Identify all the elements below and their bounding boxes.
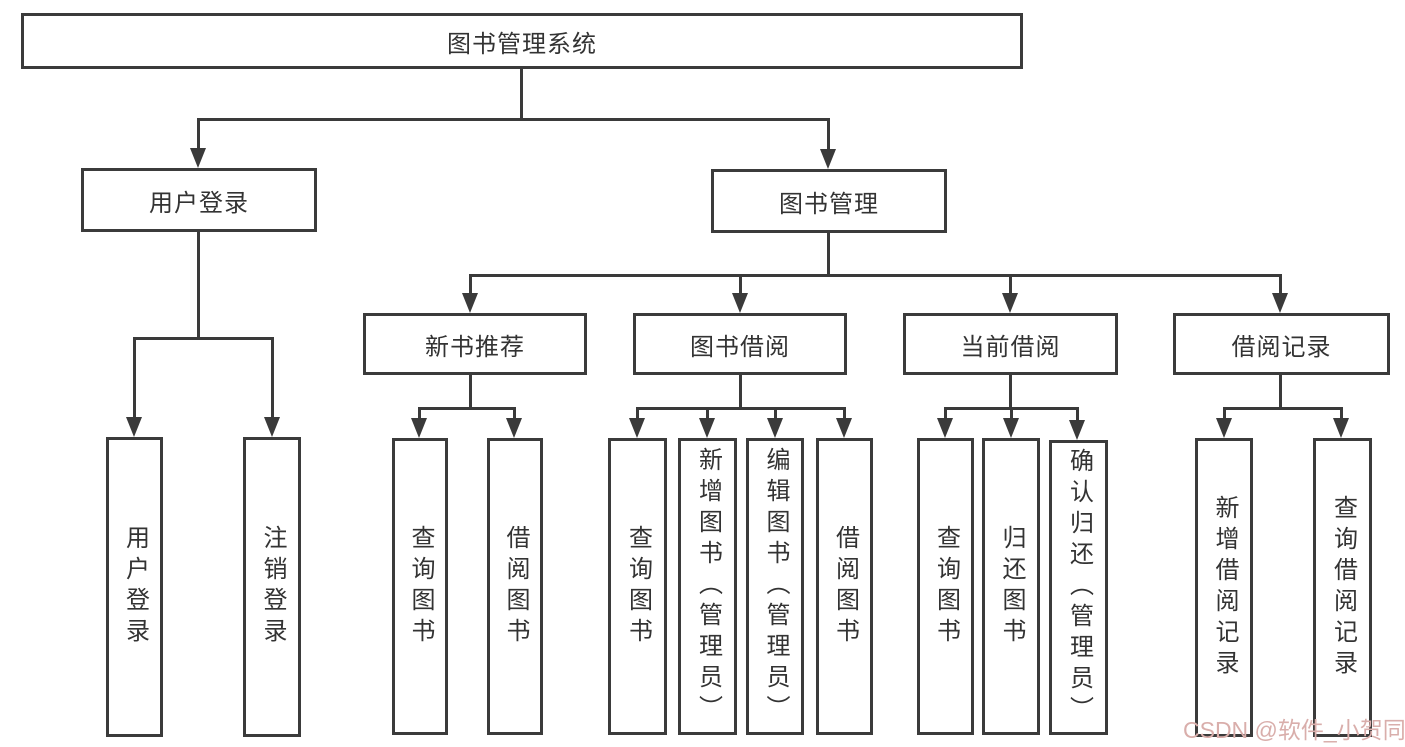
node-leaf-query-book: 查询图书: [392, 438, 448, 735]
arrowhead-icon: [506, 418, 522, 438]
connector-line: [1340, 407, 1343, 419]
arrowhead-icon: [462, 293, 478, 313]
connector-line: [418, 407, 421, 419]
connector-line: [133, 337, 274, 340]
arrowhead-icon: [1216, 418, 1232, 438]
node-leaf-borrow-book: 借阅图书: [816, 438, 873, 735]
arrowhead-icon: [1003, 418, 1019, 438]
connector-line: [706, 407, 709, 419]
arrowhead-icon: [937, 418, 953, 438]
connector-line: [1009, 375, 1012, 409]
node-leaf-logout: 注销登录: [243, 437, 301, 737]
connector-line: [469, 274, 472, 295]
arrowhead-icon: [1002, 293, 1018, 313]
node-leaf-user-login: 用户登录: [106, 437, 163, 737]
connector-line: [827, 118, 830, 150]
node-leaf-query-borrow-record: 查询借阅记录: [1313, 438, 1372, 737]
arrowhead-icon: [767, 418, 783, 438]
connector-line: [1010, 407, 1013, 419]
connector-line: [1223, 407, 1226, 419]
connector-line: [520, 69, 523, 119]
connector-line: [469, 274, 1282, 277]
node-leaf-edit-book-admin: 编辑图书（管理员）: [746, 438, 804, 735]
node-leaf-add-borrow-record: 新增借阅记录: [1195, 438, 1253, 737]
connector-line: [739, 274, 742, 295]
node-leaf-confirm-return-admin: 确认归还（管理员）: [1049, 440, 1108, 735]
connector-line: [1279, 274, 1282, 295]
node-leaf-query-book: 查询图书: [608, 438, 667, 735]
connector-line: [944, 407, 947, 419]
node-new-book-recommend: 新书推荐: [363, 313, 587, 375]
node-leaf-borrow-book: 借阅图书: [487, 438, 543, 735]
arrowhead-icon: [1272, 293, 1288, 313]
connector-line: [1279, 375, 1282, 409]
connector-line: [133, 337, 136, 418]
arrowhead-icon: [732, 293, 748, 313]
connector-line: [1009, 274, 1012, 295]
connector-line: [197, 118, 200, 150]
node-current-borrow: 当前借阅: [903, 313, 1118, 375]
node-leaf-query-book: 查询图书: [917, 438, 974, 735]
connector-line: [843, 407, 846, 419]
connector-line: [636, 407, 639, 419]
arrowhead-icon: [190, 148, 206, 168]
connector-line: [774, 407, 777, 419]
arrowhead-icon: [836, 418, 852, 438]
arrowhead-icon: [1069, 420, 1085, 440]
node-root: 图书管理系统: [21, 13, 1023, 69]
node-leaf-add-book-admin: 新增图书（管理员）: [678, 438, 737, 735]
arrowhead-icon: [1333, 418, 1349, 438]
node-borrow-records: 借阅记录: [1173, 313, 1390, 375]
connector-line: [469, 375, 472, 409]
arrowhead-icon: [820, 149, 836, 169]
connector-line: [739, 375, 742, 409]
connector-line: [827, 233, 830, 276]
arrowhead-icon: [126, 417, 142, 437]
arrowhead-icon: [264, 417, 280, 437]
connector-line: [418, 407, 516, 410]
arrowhead-icon: [411, 418, 427, 438]
arrowhead-icon: [629, 418, 645, 438]
connector-line: [197, 118, 830, 121]
connector-line: [197, 232, 200, 340]
connector-line: [636, 407, 845, 410]
node-user-login: 用户登录: [81, 168, 317, 232]
node-book-management: 图书管理: [711, 169, 947, 233]
node-leaf-return-book: 归还图书: [982, 438, 1040, 735]
connector-line: [1076, 407, 1079, 421]
connector-line: [513, 407, 516, 419]
connector-line: [1223, 407, 1342, 410]
watermark: CSDN @软件_小贺同学: [1183, 717, 1405, 743]
node-book-borrow: 图书借阅: [633, 313, 847, 375]
connector-line: [271, 337, 274, 418]
arrowhead-icon: [699, 418, 715, 438]
